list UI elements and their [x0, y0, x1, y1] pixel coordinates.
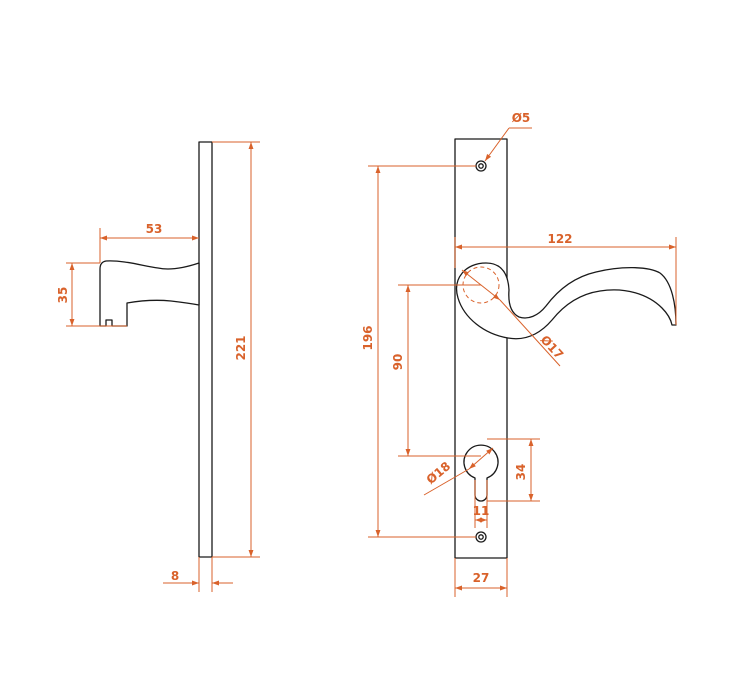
label-plate-length: 221: [234, 335, 248, 360]
side-view: 53 35 221 8: [56, 141, 260, 592]
label-screw-hole: Ø5: [512, 111, 531, 125]
lever-handle: [456, 262, 677, 340]
dim-hole-spacing: 196: [361, 165, 476, 538]
dim-plate-length: 221: [212, 141, 260, 558]
dim-plate-thickness: 8: [163, 557, 233, 592]
dim-plate-width: 27: [454, 558, 508, 597]
label-plate-width: 27: [473, 571, 490, 585]
label-rose: Ø17: [538, 333, 567, 362]
label-handle-height: 35: [56, 287, 70, 304]
side-plate: [198, 141, 213, 558]
label-spindle-to-cylinder: 90: [391, 354, 405, 371]
label-cylinder-height: 34: [514, 464, 528, 481]
dim-cylinder-height: 34: [487, 438, 540, 502]
dim-screw-hole: Ø5: [484, 111, 532, 162]
dim-cylinder-width: 11: [473, 480, 490, 528]
label-cylinder-diameter: Ø18: [424, 459, 454, 487]
dim-handle-projection: 53: [99, 222, 199, 263]
side-handle: [99, 260, 200, 327]
label-handle-projection: 53: [146, 222, 163, 236]
label-cylinder-width: 11: [473, 504, 490, 518]
label-hole-spacing: 196: [361, 325, 375, 350]
dim-lever-length: 122: [454, 232, 677, 325]
front-view: Ø5 122 196 90 Ø17: [361, 111, 677, 597]
label-lever-length: 122: [547, 232, 572, 246]
label-plate-thickness: 8: [171, 569, 179, 583]
dim-handle-height: 35: [56, 262, 127, 327]
dim-spindle-to-cylinder: 90: [391, 284, 481, 457]
